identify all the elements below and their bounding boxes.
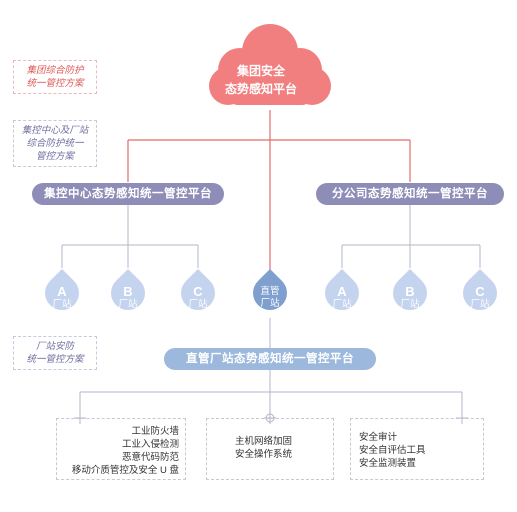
box-item: 工业入侵检测 (121, 439, 179, 450)
box-item: 安全操作系统 (235, 449, 293, 460)
box-item: 安全自评估工具 (359, 445, 426, 456)
group-platform-line1: 集团安全 (236, 64, 285, 78)
box-item: 工业防火墙 (131, 426, 179, 437)
direct-platform-pill: 直管厂站态势感知统一管控平台 (164, 348, 376, 370)
station-drop-direct: 直管厂站 (245, 268, 295, 318)
note-group-scheme: 集团综合防护 统一管控方案 (13, 60, 97, 94)
box-item: 恶意代码防范 (121, 452, 179, 463)
box-item: 安全监测装置 (359, 458, 417, 469)
box-security-audit: 安全审计 安全自评估工具 安全监测装置 (350, 418, 484, 480)
box-host-hardening: 主机网络加固 安全操作系统 (206, 418, 334, 480)
center-platform-pill: 集控中心态势感知统一管控平台 (32, 183, 224, 205)
box-item: 移动介质管控及安全 U 盘 (71, 465, 179, 476)
group-platform-line2: 态势感知平台 (224, 82, 297, 96)
box-perimeter-protection: 工业防火墙 工业入侵检测 恶意代码防范 移动介质管控及安全 U 盘 (56, 418, 186, 480)
branch-platform-pill: 分公司态势感知统一管控平台 (316, 183, 504, 205)
note-station-scheme: 厂站安防 统一管控方案 (13, 336, 97, 370)
group-security-platform: 集团安全 态势感知平台 (212, 62, 310, 98)
box-item: 安全审计 (359, 432, 398, 443)
note-center-scheme: 集控中心及厂站 综合防护统一 管控方案 (13, 120, 97, 167)
box-item: 主机网络加固 (235, 436, 293, 447)
cloud-shape (209, 24, 331, 105)
